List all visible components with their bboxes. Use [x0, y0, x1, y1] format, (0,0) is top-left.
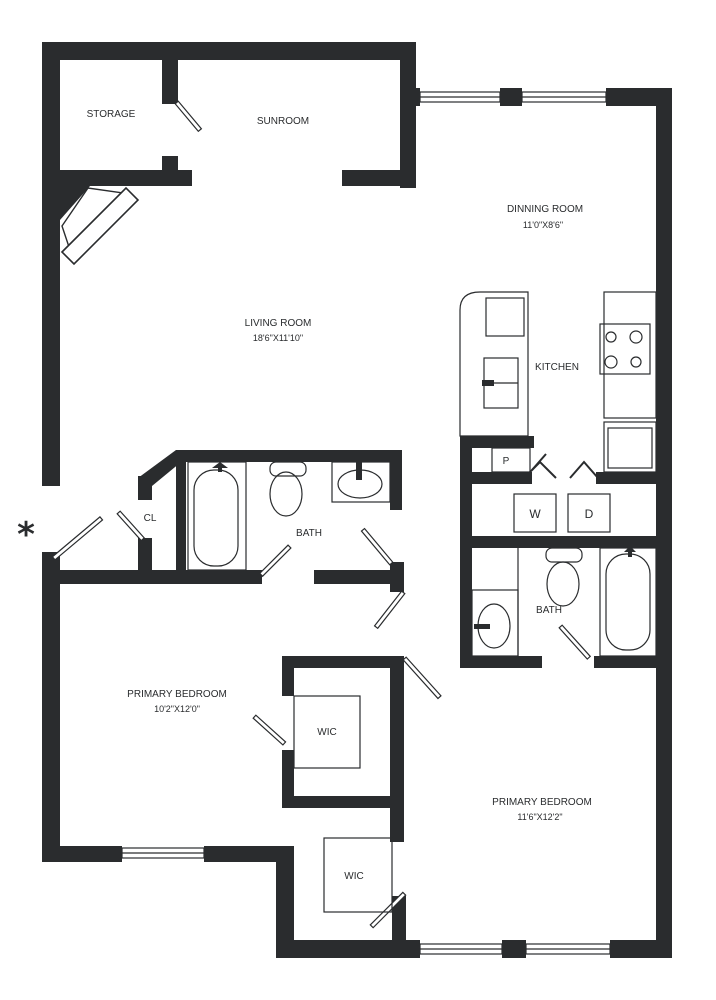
primary-bedroom-2-label: PRIMARY BEDROOM [492, 797, 592, 808]
entry-marker: * [17, 515, 35, 555]
washer-label: W [529, 507, 541, 521]
door-bedroom-1 [373, 590, 406, 630]
bath-2-label: BATH [536, 605, 562, 616]
bathtub-icon-2 [599, 546, 657, 657]
wic-2-label: WIC [344, 871, 363, 882]
sink-icon [331, 461, 391, 503]
windows [121, 91, 611, 955]
wic-shelf-1 [293, 695, 361, 769]
bathtub-icon [187, 461, 247, 571]
bath-1-label: BATH [296, 528, 322, 539]
door-closet [116, 510, 146, 542]
toilet-icon [269, 461, 307, 517]
primary-bedroom-1-label: PRIMARY BEDROOM [127, 689, 227, 700]
closet-label: CL [144, 513, 157, 524]
door-wic-1-hall [402, 656, 442, 700]
door-bath-2 [558, 624, 592, 660]
living-room-label: LIVING ROOM [245, 318, 312, 329]
door-entry [51, 516, 104, 561]
door-pantry [531, 453, 547, 471]
pantry-label: P [503, 456, 510, 467]
door-laundry-right [569, 460, 599, 479]
washer-icon [513, 493, 557, 533]
kitchen-counter [459, 291, 657, 473]
sink-icon-2 [471, 589, 519, 657]
door-bath-hall [360, 527, 394, 566]
walls [42, 42, 672, 958]
living-room-size: 18'6"X11'10" [253, 333, 303, 343]
wic-shelf-2 [323, 837, 393, 913]
doors [51, 100, 599, 929]
door-wic-1 [252, 714, 287, 746]
dryer-label: D [585, 507, 594, 521]
sunroom-label: SUNROOM [257, 116, 309, 127]
wic-1-label: WIC [317, 727, 336, 738]
primary-bedroom-2-size: 11'6"X12'2" [517, 812, 562, 822]
kitchen-label: KITCHEN [535, 362, 579, 373]
toilet-icon-2 [545, 547, 583, 607]
door-bath-1 [258, 544, 292, 578]
fireplace-icon [60, 186, 140, 266]
dryer-icon [567, 493, 611, 533]
pantry-shelf [491, 447, 531, 473]
fixtures [60, 186, 657, 913]
door-storage [174, 100, 203, 133]
primary-bedroom-1-size: 10'2"X12'0" [154, 704, 200, 714]
dining-room-label: DINNING ROOM [507, 204, 583, 215]
dining-room-size: 11'0"X8'6" [523, 220, 563, 230]
storage-label: STORAGE [87, 109, 136, 120]
